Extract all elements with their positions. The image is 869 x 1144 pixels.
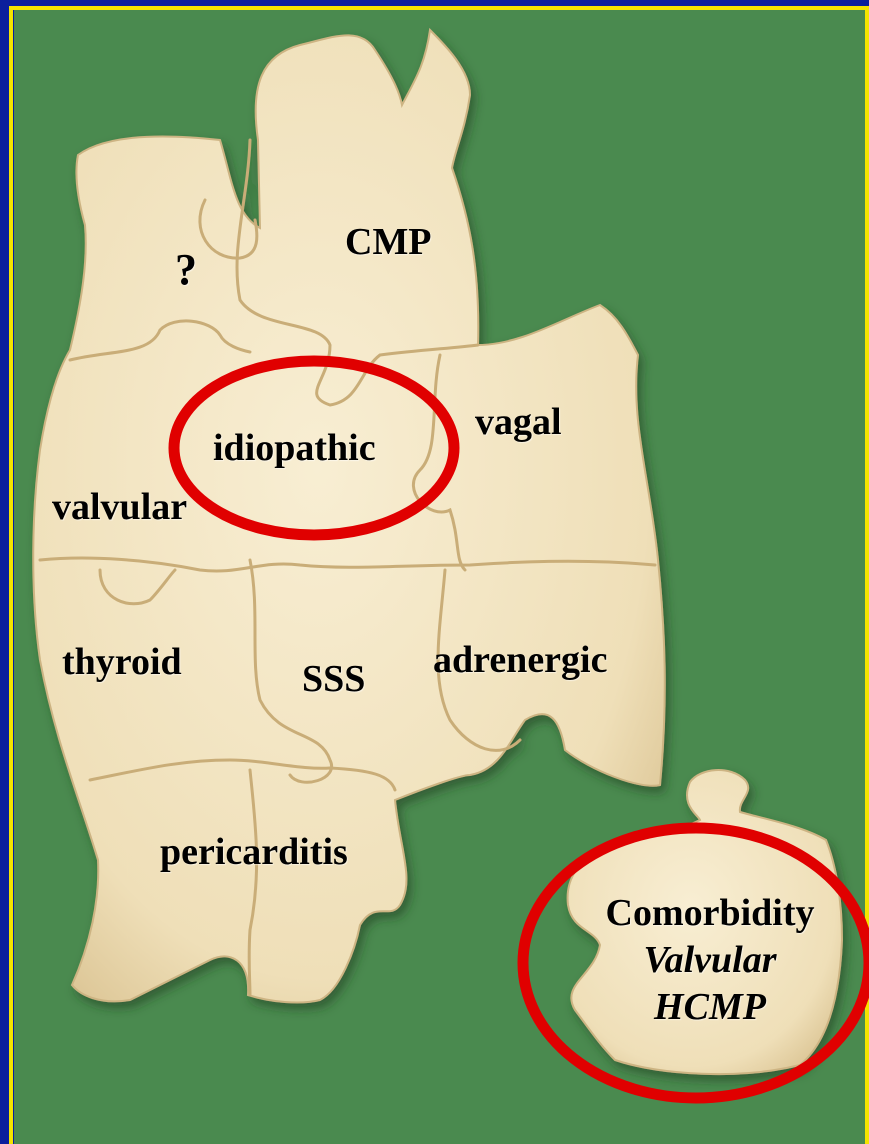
comorbidity-label: Comorbidity Valvular HCMP xyxy=(560,890,860,1031)
comorbidity-line-valvular: Valvular xyxy=(560,937,860,984)
label-unknown: ? xyxy=(175,244,197,295)
label-idiopathic: idiopathic xyxy=(213,426,376,470)
label-valvular: valvular xyxy=(52,485,187,529)
label-thyroid: thyroid xyxy=(62,640,182,684)
label-sss: SSS xyxy=(302,657,365,701)
label-adrenergic: adrenergic xyxy=(433,638,607,682)
label-cmp: CMP xyxy=(345,220,432,264)
label-vagal: vagal xyxy=(475,400,562,444)
comorbidity-line-hcmp: HCMP xyxy=(560,984,860,1031)
label-pericarditis: pericarditis xyxy=(160,830,348,874)
comorbidity-title: Comorbidity xyxy=(606,892,815,934)
